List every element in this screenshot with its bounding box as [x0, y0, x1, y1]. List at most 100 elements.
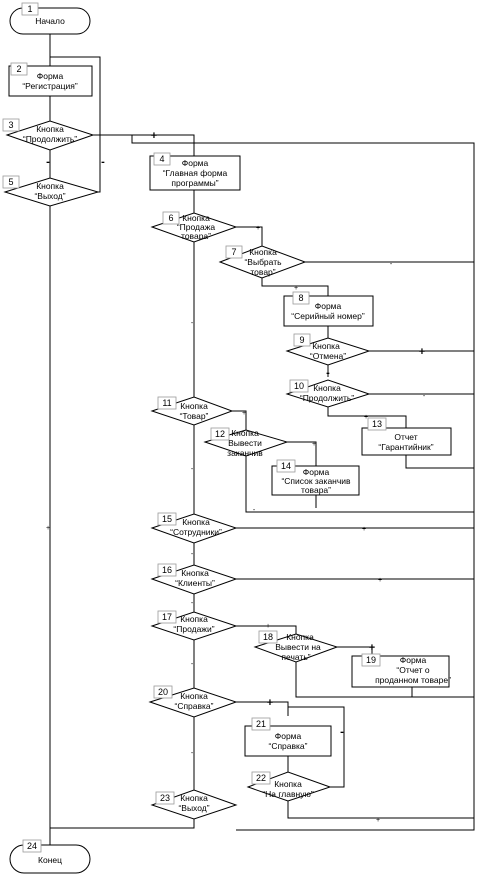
node-number: 23 [160, 793, 170, 803]
node-14-label-3: товара” [301, 485, 331, 495]
connector [261, 278, 329, 296]
node-19: Форма “Отчет о проданном товаре” [351, 655, 451, 688]
node-11-label-2: “Товар” [180, 411, 209, 421]
decision-exit-2 [150, 789, 238, 820]
minus-marker: - [253, 507, 256, 514]
node-number: 16 [162, 565, 172, 575]
node-24-label: Конец [38, 855, 62, 865]
svg-text:Кнопка: Кнопка [231, 428, 259, 438]
branch-markers: + - - + - + + - - + - + + - - + - + - + … [46, 130, 426, 824]
node-22-label-2: “На главную” [262, 789, 313, 799]
plus-marker: + [419, 346, 425, 358]
node-20-label-1: Кнопка [180, 691, 208, 701]
node-2-label-1: Форма [37, 71, 64, 81]
svg-text:Вывести на: Вывести на [275, 642, 321, 652]
svg-text:Конец: Конец [38, 855, 62, 865]
node-number: 5 [8, 177, 13, 187]
svg-text:заканчив: заканчив [227, 448, 263, 458]
svg-text:“На главную”: “На главную” [262, 789, 313, 799]
connector [327, 407, 407, 428]
svg-text:Кнопка: Кнопка [182, 213, 210, 223]
node-14-label-2: “Список заканчив [281, 476, 351, 486]
plus-marker: + [267, 697, 273, 709]
node-18-label-3: печать” [281, 652, 310, 662]
svg-text:“Сотрудники”: “Сотрудники” [170, 527, 222, 537]
svg-text:“Список заканчив: “Список заканчив [281, 476, 351, 486]
svg-text:Форма: Форма [182, 158, 209, 168]
node-5-label-2: “Выход” [34, 191, 65, 201]
connector [287, 801, 474, 819]
node-number: 24 [27, 841, 37, 851]
plus-marker: + [256, 225, 260, 232]
report-warranty [361, 427, 452, 456]
svg-text:“Продолжить”: “Продолжить” [23, 134, 77, 144]
svg-text:Кнопка: Кнопка [180, 614, 208, 624]
node-13-label-2: “Гарантийник” [378, 442, 433, 452]
node-number: 10 [294, 381, 304, 391]
node-4-label-1: Форма [182, 158, 209, 168]
node-20-label-2: “Справка” [174, 701, 213, 711]
svg-text:Форма: Форма [303, 467, 330, 477]
node-6-label-2: “Продажа [177, 222, 216, 232]
svg-text:Кнопка: Кнопка [312, 341, 340, 351]
node-13-label-1: Отчет [394, 432, 417, 442]
svg-text:Форма: Форма [315, 301, 342, 311]
node-number: 17 [162, 612, 172, 622]
node-5-label-1: Кнопка [36, 181, 64, 191]
node-3-label-1: Кнопка [36, 124, 64, 134]
decision-exit [3, 177, 100, 207]
plus-marker: + [312, 441, 316, 448]
node-number: 4 [159, 154, 164, 164]
svg-text:Кнопка: Кнопка [274, 779, 302, 789]
node-number: 19 [366, 655, 376, 665]
node-number: 15 [162, 514, 172, 524]
node-number: 9 [299, 335, 304, 345]
node-2-label-2: “Регистрация” [22, 81, 78, 91]
node-4: Форма “Главная форма программы” [149, 155, 241, 191]
minus-marker: - [340, 726, 344, 738]
node-17-label-1: Кнопка [180, 614, 208, 624]
connector [288, 706, 345, 788]
node-number: 11 [162, 398, 171, 408]
decision-continue-2 [285, 379, 371, 408]
node-number: 22 [256, 773, 266, 783]
minus-marker: - [46, 156, 50, 168]
svg-text:“Товар”: “Товар” [180, 411, 209, 421]
svg-text:Кнопка: Кнопка [286, 632, 314, 642]
svg-text:Кнопка: Кнопка [180, 793, 208, 803]
node-22: Кнопка “На главную” [246, 771, 332, 802]
svg-text:“Продолжить”: “Продолжить” [300, 393, 354, 403]
svg-text:“Справка”: “Справка” [268, 741, 307, 751]
svg-text:программы”: программы” [171, 178, 218, 188]
node-11-label-1: Кнопка [180, 401, 208, 411]
svg-text:“Выбрать: “Выбрать [244, 257, 282, 267]
svg-text:Форма: Форма [275, 731, 302, 741]
node-16-label-1: Кнопка [181, 568, 209, 578]
connector [236, 625, 297, 634]
svg-text:печать”: печать” [281, 652, 310, 662]
node-13: Отчет “Гарантийник” [361, 427, 452, 456]
node-4-label-2: “Главная форма [163, 168, 228, 178]
node-8-label-2: “Серийный номер” [291, 311, 365, 321]
svg-text:Кнопка: Кнопка [36, 181, 64, 191]
plus-marker: + [151, 130, 157, 142]
node-numbers: 1 2 3 4 5 6 7 8 9 10 13 11 12 14 15 16 1… [2, 2, 387, 853]
minus-marker: - [191, 466, 194, 473]
svg-text:“Гарантийник”: “Гарантийник” [378, 442, 433, 452]
plus-marker: + [242, 410, 246, 417]
node-23-label-2: “Выход” [178, 803, 209, 813]
node-number: 14 [281, 461, 291, 471]
svg-text:“Продажи”: “Продажи” [173, 624, 214, 634]
minus-marker: - [191, 551, 194, 558]
svg-text:Форма: Форма [37, 71, 64, 81]
node-number: 6 [168, 213, 173, 223]
node-10-label-2: “Продолжить” [300, 393, 354, 403]
plus-marker: + [376, 817, 380, 824]
node-3-label-2: “Продолжить” [23, 134, 77, 144]
connector [337, 646, 373, 656]
node-4-label-3: программы” [171, 178, 218, 188]
decision-product [150, 396, 234, 426]
node-5: Кнопка “Выход” [3, 177, 100, 207]
plus-marker: + [362, 526, 366, 533]
